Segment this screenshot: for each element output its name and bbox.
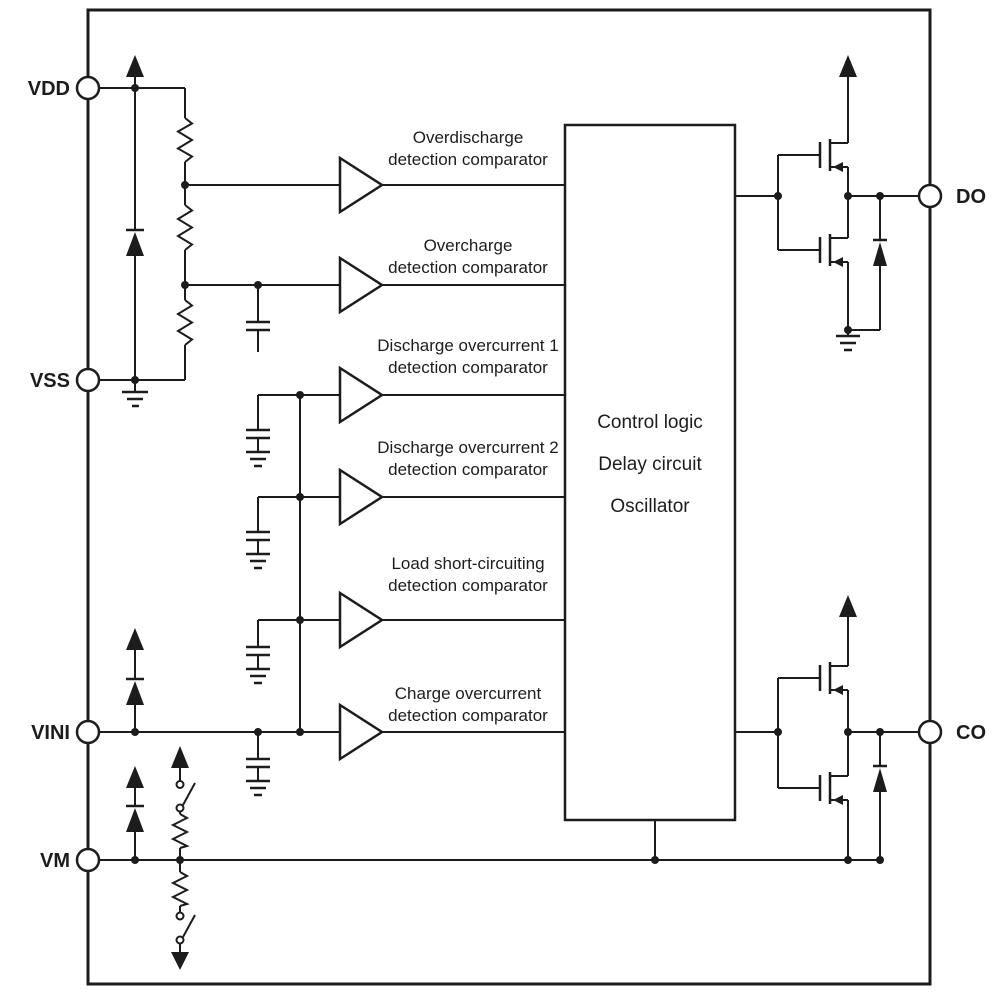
capacitor-charge-oc (246, 757, 270, 769)
comparator-discharge-oc2-label-line1: Discharge overcurrent 2 (377, 438, 558, 457)
resistor-vm-upper (170, 813, 190, 849)
vm-test-arrow-up-icon (171, 746, 189, 768)
comparator-load-short-label-line1: Load short-circuiting (391, 554, 544, 573)
pin-do (917, 183, 943, 209)
comparator-discharge-oc2-label-line2: detection comparator (388, 460, 548, 479)
diode-do (873, 238, 887, 266)
comparator-discharge-oc1-label-line1: Discharge overcurrent 1 (377, 336, 558, 355)
ground-oc2-icon (246, 552, 270, 570)
comparator-overdischarge (338, 155, 385, 215)
esd-diode-vdd (126, 228, 144, 256)
ground-load-short-icon (246, 667, 270, 685)
pin-co-label: CO (956, 722, 986, 744)
capacitor-load-short (246, 645, 270, 657)
comparator-overcharge-label-line1: Overcharge (424, 236, 513, 255)
comparator-discharge-oc1-label-line2: detection comparator (388, 358, 548, 377)
vm-supply-arrow-icon (126, 766, 144, 788)
do-supply-arrow-icon (839, 55, 857, 77)
pin-vss-label: VSS (30, 370, 70, 392)
pin-vm-label: VM (40, 850, 70, 872)
mosfet-do-high (818, 139, 843, 172)
pin-vdd (75, 75, 101, 101)
pin-vini (75, 719, 101, 745)
diode-co (873, 764, 887, 792)
resistor-divider-r3 (176, 299, 194, 346)
pin-vss (75, 367, 101, 393)
ground-vss-icon (122, 390, 148, 408)
control-block-label-line2: Delay circuit (598, 454, 702, 475)
resistor-divider-r1 (176, 117, 194, 163)
comparator-charge-oc (338, 702, 385, 762)
ic-boundary (86, 8, 932, 986)
comparator-discharge-oc1 (338, 365, 385, 425)
pin-vm (75, 847, 101, 873)
pin-vdd-label: VDD (28, 78, 70, 100)
capacitor-discharge-oc1 (246, 428, 270, 440)
switch-vm-lower (175, 911, 196, 945)
co-supply-arrow-icon (839, 595, 857, 617)
ground-oc1-icon (246, 450, 270, 468)
comparator-charge-oc-label-line2: detection comparator (388, 706, 548, 725)
ground-charge-oc-icon (246, 779, 270, 797)
comparator-overcharge-label-line2: detection comparator (388, 258, 548, 277)
capacitor-discharge-oc2 (246, 530, 270, 542)
capacitor-overcharge (246, 320, 270, 332)
pin-do-label: DO (956, 186, 986, 208)
vm-test-arrow-down-icon (171, 952, 189, 970)
esd-diode-vini (126, 677, 144, 705)
junction-dots (131, 84, 884, 864)
vini-supply-arrow-icon (126, 628, 144, 650)
comparator-overdischarge-label-line1: Overdischarge (413, 128, 524, 147)
control-block-label-line1: Control logic (597, 412, 703, 433)
ground-do-driver-icon (836, 334, 860, 352)
control-logic-block (563, 123, 737, 822)
comparator-overdischarge-label-line2: detection comparator (388, 150, 548, 169)
resistor-divider-r2 (176, 204, 194, 251)
comparator-overcharge (338, 255, 385, 315)
comparator-load-short (338, 590, 385, 650)
pin-co (917, 719, 943, 745)
switch-vm-upper (175, 780, 196, 813)
comparator-charge-oc-label-line1: Charge overcurrent (395, 684, 542, 703)
vdd-supply-arrow-icon (126, 55, 144, 77)
comparator-discharge-oc2 (338, 467, 385, 527)
pin-vini-label: VINI (31, 722, 70, 744)
control-block-label-line3: Oscillator (610, 496, 690, 517)
comparator-load-short-label-line2: detection comparator (388, 576, 548, 595)
mosfet-do-low (818, 234, 843, 267)
mosfet-co-high (818, 662, 843, 695)
resistor-vm-lower (170, 871, 190, 907)
esd-diode-vm (126, 804, 144, 832)
mosfet-co-low (818, 772, 843, 805)
circuit-wires (99, 77, 919, 952)
